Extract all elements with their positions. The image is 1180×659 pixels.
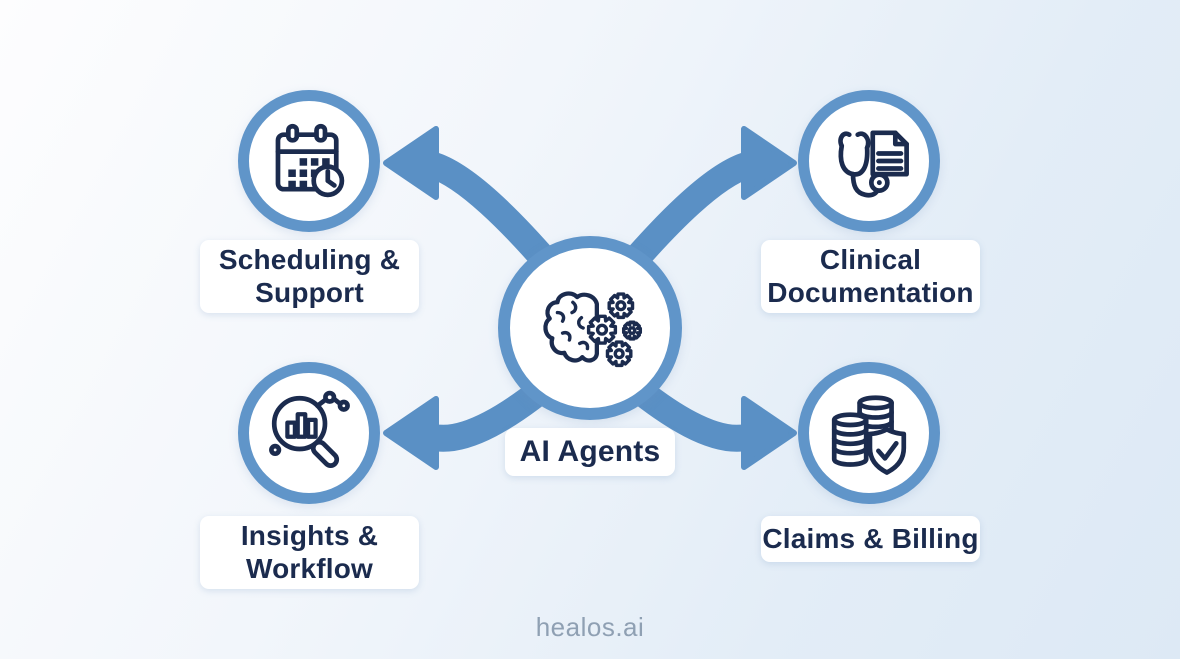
label-line: Scheduling & bbox=[218, 244, 401, 276]
label-ai-agents: AI Agents bbox=[505, 428, 675, 476]
node-scheduling-support bbox=[238, 90, 380, 232]
label-claims-billing: Claims & Billing bbox=[761, 516, 980, 562]
calendar-clock-icon bbox=[275, 123, 345, 198]
label-line: AI Agents bbox=[519, 434, 661, 468]
node-claims-billing bbox=[798, 362, 940, 504]
arrowhead-bottom-left bbox=[383, 396, 439, 470]
arrowhead-bottom-right bbox=[741, 396, 797, 470]
label-line: Insights & bbox=[240, 520, 379, 552]
label-line: Claims & Billing bbox=[762, 522, 979, 554]
label-scheduling-support: Scheduling & Support bbox=[200, 240, 419, 313]
label-clinical-documentation: Clinical Documentation bbox=[761, 240, 980, 313]
brand-watermark: healos.ai bbox=[535, 612, 645, 642]
arrowhead-top-right bbox=[741, 126, 797, 200]
label-insights-workflow: Insights & Workflow bbox=[200, 516, 419, 589]
stethoscope-document-icon bbox=[838, 130, 909, 198]
arrowhead-top-left bbox=[383, 126, 439, 200]
label-line: Clinical bbox=[819, 244, 922, 276]
brain-gears-icon bbox=[543, 291, 643, 368]
node-clinical-documentation bbox=[798, 90, 940, 232]
node-insights-workflow bbox=[238, 362, 380, 504]
label-line: Documentation bbox=[767, 276, 974, 308]
label-line: Workflow bbox=[245, 552, 374, 584]
magnifier-analytics-icon bbox=[269, 390, 350, 468]
label-line: Support bbox=[255, 276, 364, 308]
node-ai-agents bbox=[498, 236, 682, 420]
coins-shield-icon bbox=[831, 395, 907, 475]
